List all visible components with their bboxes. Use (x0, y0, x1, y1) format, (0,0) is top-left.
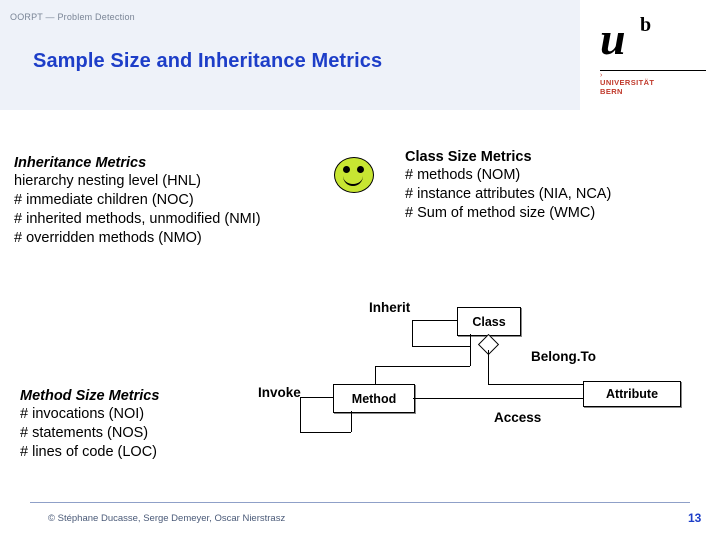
belongto-line-vertical (488, 350, 489, 384)
node-method[interactable]: Method (333, 384, 415, 413)
page-title: Sample Size and Inheritance Metrics (33, 50, 383, 72)
logo-letter-b: b (640, 14, 652, 36)
method-size-metrics-block: Method Size Metrics # invocations (NOI) … (20, 388, 260, 462)
relation-label-access: Access (494, 410, 542, 425)
class-size-metrics-line-3: # Sum of method size (WMC) (405, 205, 596, 221)
inherit-line-bottom (412, 346, 470, 347)
node-method-label: Method (351, 391, 397, 406)
node-attribute[interactable]: Attribute (583, 381, 681, 407)
logo-tick-icon: › (600, 72, 603, 79)
method-class-line-h (375, 366, 412, 367)
method-size-metrics-line-2: # statements (NOS) (20, 425, 149, 441)
method-size-metrics-line-3: # lines of code (LOC) (20, 444, 158, 460)
access-line (413, 398, 583, 399)
invoke-loop-right (351, 411, 352, 432)
smiley-mouth (343, 173, 363, 186)
node-class[interactable]: Class (457, 307, 521, 336)
footer-divider (30, 502, 690, 503)
footer-copyright: © Stéphane Ducasse, Serge Demeyer, Oscar… (48, 513, 286, 524)
invoke-loop-bottom (300, 432, 351, 433)
page-number: 13 (688, 511, 702, 525)
logo-university-line1: UNIVERSITÄT (600, 78, 655, 87)
inheritance-metrics-line-2: # immediate children (NOC) (14, 192, 194, 208)
method-size-metrics-line-1: # invocations (NOI) (20, 406, 145, 422)
method-size-metrics-heading: Method Size Metrics (20, 388, 160, 404)
inheritance-metrics-line-4: # overridden methods (NMO) (14, 230, 202, 246)
logo-university-line2: BERN (600, 87, 623, 96)
class-size-metrics-line-2: # instance attributes (NIA, NCA) (405, 186, 612, 202)
invoke-loop-top (300, 397, 333, 398)
class-size-metrics-heading: Class Size Metrics (405, 149, 532, 165)
class-size-metrics-block: Class Size Metrics # methods (NOM) # ins… (405, 149, 705, 223)
logo-rule (600, 70, 706, 71)
relation-label-invoke: Invoke (258, 385, 301, 400)
header-logo-backdrop (580, 0, 720, 110)
node-attribute-label: Attribute (605, 387, 659, 401)
class-metrics-diagram: Inherit Class Belong.To Attribute Invoke… (0, 280, 720, 480)
invoke-loop-left (300, 397, 301, 432)
inheritance-metrics-block: Inheritance Metrics hierarchy nesting le… (14, 155, 394, 248)
node-class-label: Class (472, 314, 506, 329)
logo-university-text: UNIVERSITÄT BERN (600, 78, 654, 96)
inherit-box-right (470, 346, 471, 366)
inheritance-metrics-heading: Inheritance Metrics (14, 155, 147, 171)
smiley-face-icon (334, 157, 374, 193)
university-logo: u b › UNIVERSITÄT BERN (596, 14, 710, 102)
belongto-line-horizontal (488, 384, 638, 385)
class-size-metrics-line-1: # methods (NOM) (405, 167, 521, 183)
method-class-line (375, 366, 376, 384)
course-label: OORPT — Problem Detection (10, 12, 135, 22)
relation-label-belongto: Belong.To (531, 349, 596, 364)
inheritance-metrics-line-3: # inherited methods, unmodified (NMI) (14, 211, 261, 227)
inherit-box-bottom (412, 366, 470, 367)
smiley-eye-right (357, 166, 364, 173)
logo-letter-u: u (600, 13, 626, 64)
inherit-line-top (412, 320, 458, 321)
inheritance-metrics-line-1: hierarchy nesting level (HNL) (14, 173, 201, 189)
smiley-eye-left (343, 166, 350, 173)
relation-label-inherit: Inherit (369, 300, 411, 315)
inherit-line-left (412, 320, 413, 346)
header-divider (0, 110, 720, 112)
inherit-line-riser (470, 334, 471, 346)
